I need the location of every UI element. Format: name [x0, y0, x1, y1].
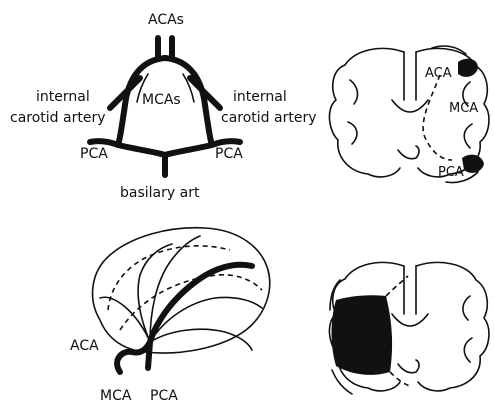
label-internal-carotid-right-1: internal	[233, 89, 287, 105]
label-lateral-mca: MCA	[100, 388, 132, 404]
label-internal-carotid-left-1: internal	[36, 89, 90, 105]
label-pca-left: PCA	[80, 146, 108, 162]
label-lateral-pca: PCA	[150, 388, 178, 404]
label-acas: ACAs	[148, 12, 184, 28]
label-lateral-aca: ACA	[70, 338, 99, 354]
label-internal-carotid-right-2: carotid artery	[221, 110, 316, 126]
circle-of-willis-panel: ACAs MCAs internal carotid artery intern…	[10, 12, 316, 201]
label-basilary: basilary art	[120, 185, 200, 201]
label-coronal-mca: MCA	[449, 101, 478, 116]
label-internal-carotid-left-2: carotid artery	[10, 110, 105, 126]
label-pca-right: PCA	[215, 146, 243, 162]
coronal-section-top-panel: ACA MCA PCA	[329, 46, 489, 183]
lateral-brain-panel: ACA MCA PCA	[70, 228, 270, 404]
label-coronal-aca: ACA	[425, 66, 452, 81]
label-mcas: MCAs	[142, 92, 181, 108]
label-coronal-pca: PCA	[438, 165, 464, 180]
coronal-section-bottom-panel	[329, 262, 489, 394]
